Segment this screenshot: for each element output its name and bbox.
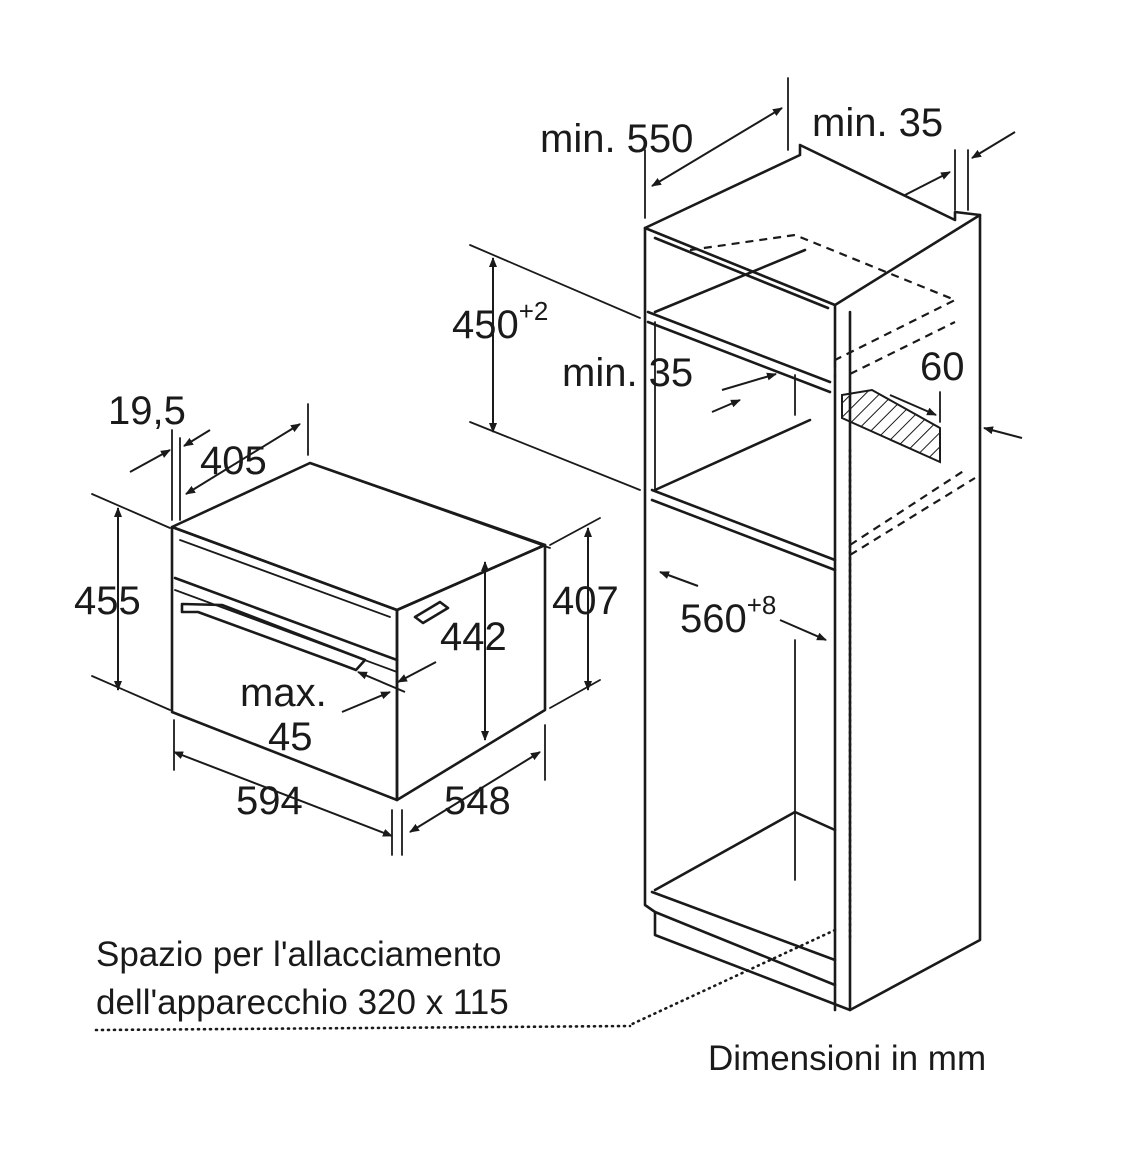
oven-drawing [170, 461, 551, 802]
connection-note-line2: dell'apparecchio 320 x 115 [96, 983, 509, 1022]
oven-body-height-label: 407 [552, 579, 619, 623]
cabinet-depth-label: min. 550 [540, 117, 693, 161]
oven-handle-value-label: 45 [268, 715, 313, 759]
connection-note-underline [94, 1024, 632, 1032]
notes: Spazio per l'allacciamento dell'apparecc… [94, 935, 986, 1078]
oven-dimensions [91, 403, 601, 856]
oven-height-label: 455 [74, 579, 141, 623]
oven-width-label: 594 [236, 779, 303, 823]
oven-handle-max-label: max. [240, 671, 327, 715]
vent-gap-label: min. 35 [562, 351, 693, 395]
niche-width-label: 560+8 [680, 590, 776, 641]
oven-front-depth-label: 19,5 [108, 389, 186, 433]
connection-note-line1: Spazio per l'allacciamento [96, 935, 502, 974]
niche-height-label: 450+2 [452, 296, 548, 347]
units-note: Dimensioni in mm [708, 1039, 986, 1078]
oven-depth-label: 548 [444, 779, 511, 823]
oven-top-depth-label: 405 [200, 439, 267, 483]
vent-depth-label: 60 [920, 345, 965, 389]
oven-labels: 19,5 405 455 442 407 max. 45 594 548 [74, 389, 619, 823]
oven-inner-height-label: 442 [440, 615, 507, 659]
cabinet-drawing [628, 143, 982, 1027]
cabinet-top-gap-label: min. 35 [812, 101, 943, 145]
cabinet-labels: min. 550 min. 35 450+2 min. 35 60 560+8 [452, 101, 965, 641]
cabinet-dimensions [469, 77, 1023, 641]
